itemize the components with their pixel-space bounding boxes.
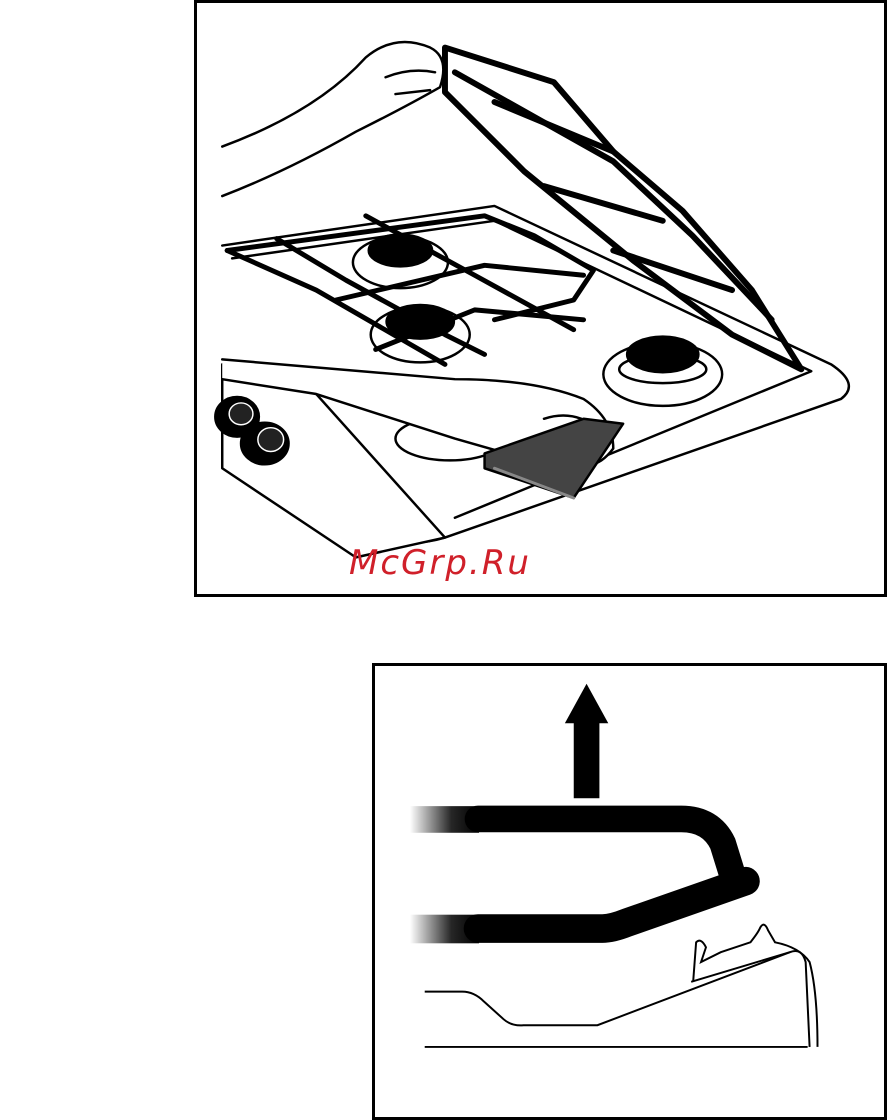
burner-back-left [353, 235, 448, 288]
grid-bar-lower [410, 881, 746, 943]
figure-grid-lift-detail [372, 663, 887, 1120]
control-knob [241, 423, 289, 465]
hob-surface-profile [425, 925, 818, 1047]
hob-illustration [197, 3, 884, 594]
figure-hob-grid-removal: McGrp.Ru [194, 0, 887, 597]
lift-up-arrow-icon [565, 684, 608, 798]
watermark: McGrp.Ru [349, 543, 531, 583]
pan-support-grid-lower [227, 216, 593, 364]
upper-arm [222, 42, 443, 196]
grid-detail-illustration [375, 666, 884, 1117]
burner-right [603, 337, 722, 406]
grid-bar-upper [410, 806, 736, 885]
